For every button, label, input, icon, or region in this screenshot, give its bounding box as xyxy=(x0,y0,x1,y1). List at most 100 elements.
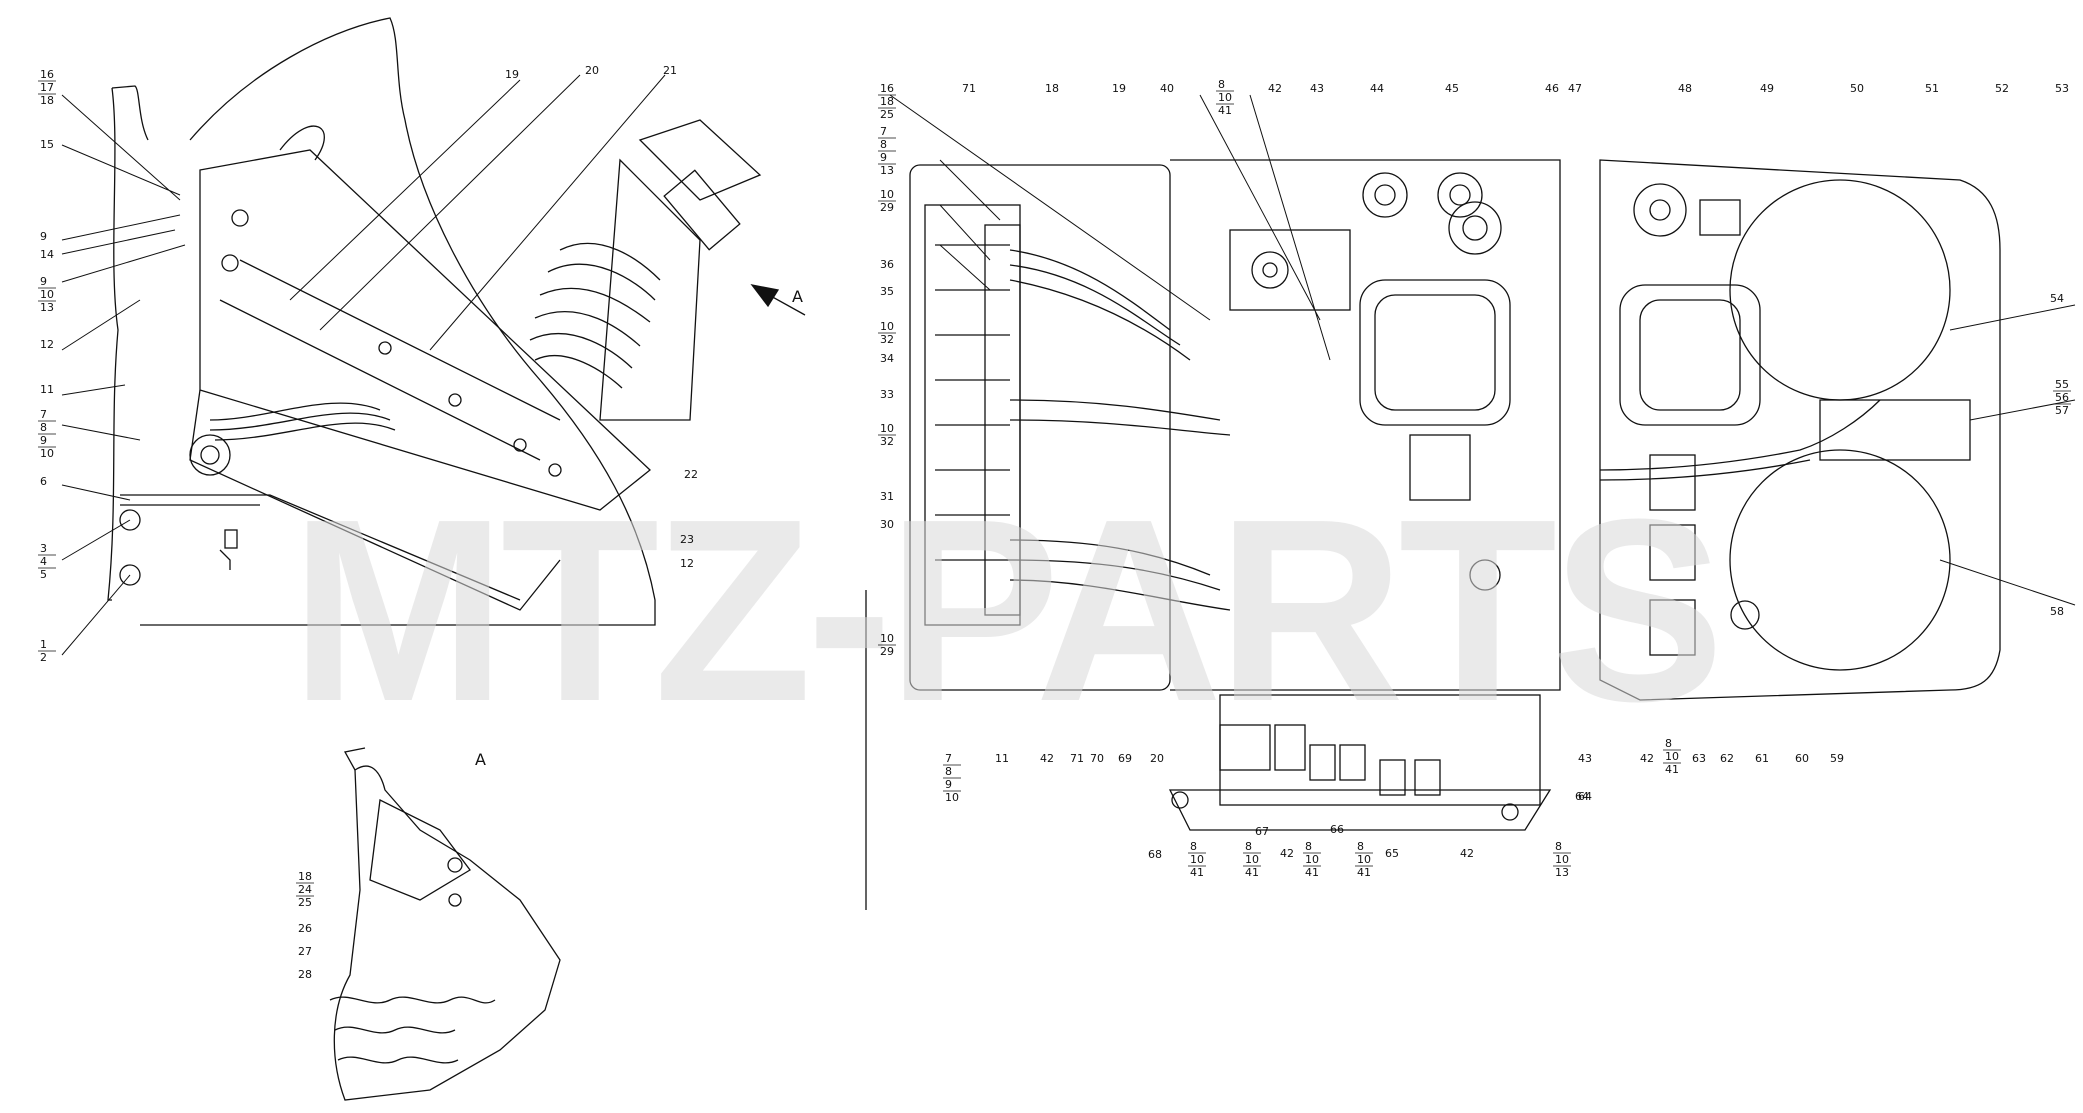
callout-number: 53 xyxy=(2055,82,2069,95)
callout-number: 29 xyxy=(880,645,894,658)
callout-number: 46 xyxy=(1545,82,1559,95)
callout-number: 7 xyxy=(880,125,887,138)
callout-number: 68 xyxy=(1148,848,1162,861)
leader-lines xyxy=(61,74,2076,656)
callout-number: 34 xyxy=(880,352,894,365)
callout-number: 42 xyxy=(1040,752,1054,765)
callout-l42b: 42 xyxy=(1460,847,1474,860)
callout-rs54: 54 xyxy=(2050,292,2064,305)
callout-number: 6 xyxy=(40,475,47,488)
callout-number: 3 xyxy=(40,542,47,555)
callout-number: 35 xyxy=(880,285,894,298)
callout-number: 13 xyxy=(1555,866,1569,879)
callout-number: 8 xyxy=(1665,737,1672,750)
callout-number: 8 xyxy=(1218,78,1225,91)
callout-number: 48 xyxy=(1678,82,1692,95)
callout-b59: 59 xyxy=(1830,752,1844,765)
callout-number: 7 xyxy=(945,752,952,765)
callout-a28: 28 xyxy=(298,968,312,981)
callout-c14: 14 xyxy=(40,248,54,261)
callout-number: 41 xyxy=(1305,866,1319,879)
callout-number: 8 xyxy=(945,765,952,778)
callout-number: 16 xyxy=(40,68,54,81)
callout-number: 52 xyxy=(1995,82,2009,95)
callout-number: 57 xyxy=(2055,404,2069,417)
callout-number: 12 xyxy=(40,338,54,351)
callout-r44: 44 xyxy=(1370,82,1384,95)
callout-b63: 63 xyxy=(1692,752,1706,765)
callout-number: 18 xyxy=(40,94,54,107)
callout-number: 1 xyxy=(40,638,47,651)
callout-r50: 50 xyxy=(1850,82,1864,95)
callout-number: 42 xyxy=(1280,847,1294,860)
callout-number: 69 xyxy=(1118,752,1132,765)
callout-number: 16 xyxy=(880,82,894,95)
callout-number: 10 xyxy=(40,288,54,301)
callout-b64a: 64 xyxy=(1575,790,1589,803)
callout-number: 31 xyxy=(880,490,894,503)
callout-rl34: 34 xyxy=(880,352,894,365)
callout-number: 10 xyxy=(880,632,894,645)
callout-number: 41 xyxy=(1357,866,1371,879)
callout-number: 29 xyxy=(880,201,894,214)
callout-number: 9 xyxy=(40,230,47,243)
callout-c6: 6 xyxy=(40,475,47,488)
callout-number: 13 xyxy=(40,301,54,314)
callout-b60: 60 xyxy=(1795,752,1809,765)
callout-l66: 66 xyxy=(1330,823,1344,836)
callout-r43: 43 xyxy=(1310,82,1324,95)
view-a-title: A xyxy=(475,750,486,769)
callout-number: 64 xyxy=(1575,790,1589,803)
callout-number: 11 xyxy=(995,752,1009,765)
callout-number: 14 xyxy=(40,248,54,261)
callout-number: 26 xyxy=(298,922,312,935)
callout-rl31: 31 xyxy=(880,490,894,503)
callout-r71: 71 xyxy=(962,82,976,95)
callout-rl33: 33 xyxy=(880,388,894,401)
side-stack-2: 12 xyxy=(680,557,694,570)
callout-c11: 11 xyxy=(40,383,54,396)
callout-number: 18 xyxy=(1045,82,1059,95)
callout-number: 10 xyxy=(1218,91,1232,104)
callout-b69: 69 xyxy=(1118,752,1132,765)
left-main-view xyxy=(107,17,806,626)
callout-b43: 43 xyxy=(1578,752,1592,765)
callout-number: 5 xyxy=(40,568,47,581)
callouts: 1617181591491013121178910634512182425262… xyxy=(38,68,2071,981)
callout-rl36: 36 xyxy=(880,258,894,271)
callout-l68: 68 xyxy=(1148,848,1162,861)
right-assembly xyxy=(865,159,2001,910)
callout-number: 66 xyxy=(1330,823,1344,836)
callout-number: 25 xyxy=(880,108,894,121)
callout-number: 28 xyxy=(298,968,312,981)
view-arrow-label: A xyxy=(792,287,803,306)
callout-a26: 26 xyxy=(298,922,312,935)
callout-number: 2 xyxy=(40,651,47,664)
callout-number: 10 xyxy=(880,188,894,201)
callout-number: 10 xyxy=(1555,853,1569,866)
callout-number: 10 xyxy=(1305,853,1319,866)
callout-number: 10 xyxy=(880,422,894,435)
callout-number: 67 xyxy=(1255,825,1269,838)
callout-b71: 71 xyxy=(1070,752,1084,765)
callout-number: 24 xyxy=(298,883,312,896)
callout-number: 55 xyxy=(2055,378,2069,391)
callout-c9a: 9 xyxy=(40,230,47,243)
callout-number: 60 xyxy=(1795,752,1809,765)
callout-r49: 49 xyxy=(1760,82,1774,95)
callout-number: 71 xyxy=(962,82,976,95)
watermark: MTZ-PARTS xyxy=(290,466,1719,756)
callout-number: 10 xyxy=(1245,853,1259,866)
callout-r45: 45 xyxy=(1445,82,1459,95)
callout-number: 64 xyxy=(1578,790,1592,803)
